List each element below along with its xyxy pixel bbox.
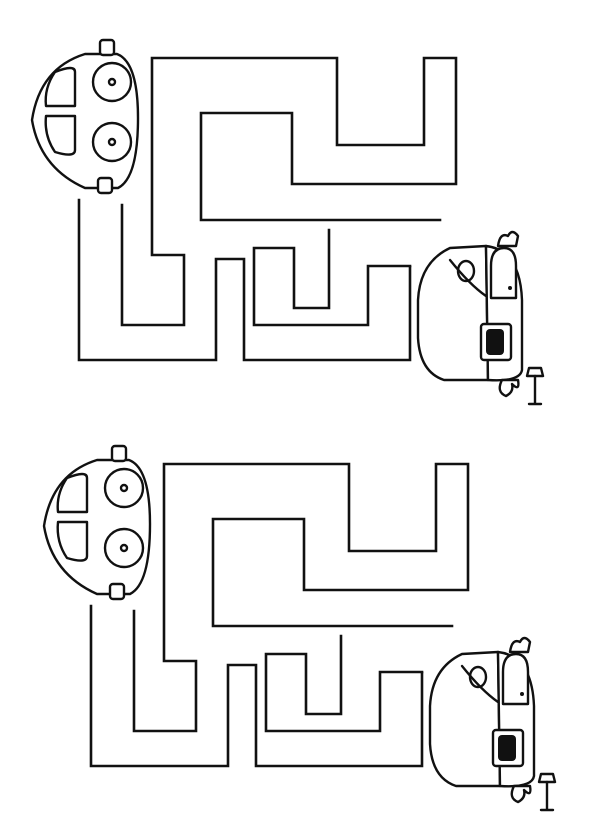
plant-icon: [508, 636, 532, 804]
maze-illustration: [42, 444, 557, 812]
maze-puzzle-1: [30, 38, 545, 406]
maze-puzzle-2: [0, 406, 599, 826]
plant-icon: [496, 230, 520, 398]
car-icon: [30, 38, 140, 195]
lamp-post-icon: [537, 772, 557, 812]
house-icon: [416, 244, 524, 382]
car-icon: [42, 444, 152, 601]
lamp-post-icon: [525, 366, 545, 406]
maze-path-icon: [89, 462, 470, 768]
maze-path-icon: [77, 56, 458, 362]
house-icon: [428, 650, 536, 788]
maze-illustration: [30, 38, 545, 406]
